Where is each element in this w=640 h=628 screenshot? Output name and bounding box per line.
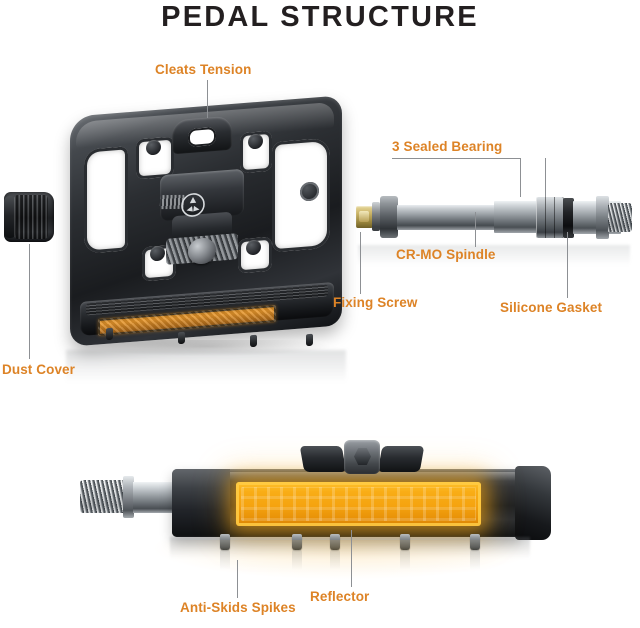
pedal-top-shadow [84, 340, 330, 356]
page-title: PEDAL STRUCTURE [161, 1, 479, 33]
sealed-bearing-part [536, 197, 564, 238]
cleat-claw-front [172, 115, 232, 155]
bottom-ground-shadow [170, 537, 530, 559]
pedal-body-highlight [176, 472, 518, 481]
spike-reflection-4 [400, 550, 410, 570]
cleat-arm-left [299, 446, 347, 472]
traction-pin-1 [106, 327, 113, 341]
anti-skid-spike-1 [220, 534, 230, 550]
axle-collar [123, 476, 134, 518]
fixing-screw-collar [372, 202, 380, 231]
pedal-axle-hub [172, 469, 230, 537]
pedal-side-view [60, 438, 560, 583]
dust-cover-end-cap [4, 196, 16, 238]
amber-reflector [236, 482, 481, 526]
spindle-outer-flange [596, 196, 609, 239]
dust-cover-part [4, 192, 54, 242]
cutout-window-left [84, 146, 128, 254]
spike-reflection-2 [292, 550, 302, 570]
anti-skid-spike-4 [400, 534, 410, 550]
leader-cleats-tension [207, 80, 208, 118]
leader-dust-cover [29, 244, 30, 359]
spike-reflection-5 [470, 550, 480, 570]
spike-reflection-3 [330, 550, 340, 570]
bottom-reflector-glow [150, 540, 540, 580]
axle-shaft [133, 482, 179, 513]
reflector-prism-texture [241, 487, 476, 521]
label-sealed-bearing: 3 Sealed Bearing [392, 139, 503, 154]
leader-silicone-gasket [567, 232, 568, 298]
cleat-binding-assembly [299, 440, 425, 474]
leader-anti-skids-spikes [237, 560, 238, 598]
label-reflector: Reflector [310, 589, 370, 604]
leader-fixing-screw [360, 232, 361, 294]
dust-cover-threads [14, 195, 48, 239]
pedal-top-view [62, 95, 352, 358]
anti-skid-spike-5 [470, 534, 480, 550]
pedal-outer-cage [515, 466, 551, 540]
label-dust-cover: Dust Cover [2, 362, 76, 377]
anti-skid-spike-3 [330, 534, 340, 550]
spindle-shaft-mid [494, 201, 538, 233]
spindle-shaft-inner [397, 205, 495, 230]
leader-reflector [351, 530, 352, 587]
label-crmo-spindle: CR-MO Spindle [396, 247, 496, 262]
spindle-reflection [358, 245, 630, 271]
label-anti-skids-spikes: Anti-Skids Spikes [180, 600, 296, 615]
hex-bolt-icon [354, 448, 371, 465]
anti-skid-spike-2 [292, 534, 302, 550]
crmo-spindle-assembly [356, 188, 632, 248]
crank-thread [608, 203, 632, 232]
leader-sealed-bearing-h [392, 158, 520, 159]
label-cleats-tension: Cleats Tension [155, 62, 252, 77]
spike-reflection-1 [220, 550, 230, 570]
brand-logo-icon [180, 191, 206, 219]
spindle-inner-flange [380, 196, 398, 238]
label-fixing-screw: Fixing Screw [333, 295, 418, 310]
leader-sealed-bearing-v1 [520, 158, 521, 197]
silicone-gasket-part [563, 198, 574, 238]
leader-sealed-bearing-v2 [545, 158, 546, 197]
leader-crmo-spindle [475, 212, 476, 247]
label-silicone-gasket: Silicone Gasket [500, 300, 603, 315]
axle-crank-thread [80, 480, 125, 513]
fixing-screw-part [356, 206, 373, 228]
cleat-arm-right [377, 446, 425, 472]
top-group-reflection [66, 350, 346, 392]
